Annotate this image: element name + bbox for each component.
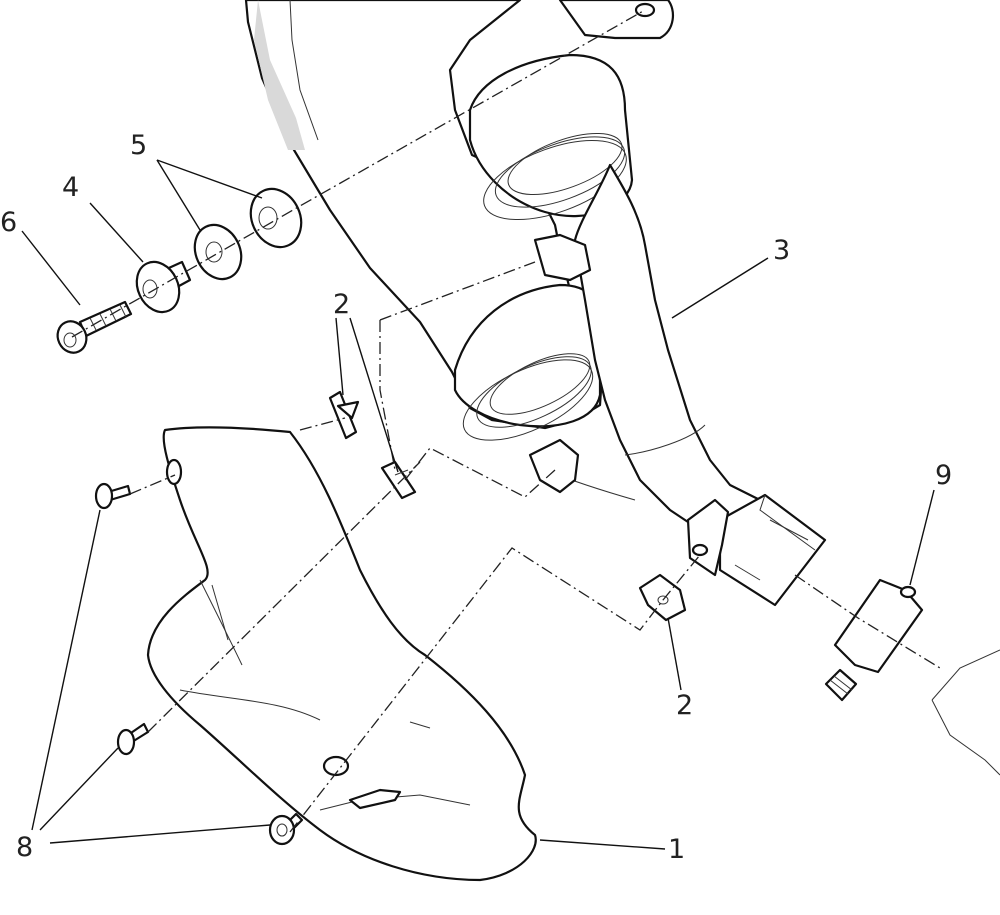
callout-labels: 1 2 2 3 4 5 6 8 9 <box>0 130 952 865</box>
muffler-shading <box>254 0 305 150</box>
callout-2-lower: 2 <box>676 690 693 721</box>
clamp-item-9 <box>824 578 924 702</box>
heat-shield-mount-hole <box>322 755 350 777</box>
pipe-clamp-lower <box>528 438 580 494</box>
speed-nut-item-2-a <box>328 390 360 440</box>
callout-2-upper: 2 <box>333 289 350 320</box>
callout-4: 4 <box>62 172 79 203</box>
muffler-end-cone-upper <box>468 53 634 218</box>
callout-8: 8 <box>16 832 33 863</box>
exhaust-link-pipe <box>573 163 772 542</box>
assembly-centerlines <box>71 9 941 833</box>
grommet-item-5-a <box>193 223 243 281</box>
callout-9: 9 <box>935 460 952 491</box>
muffler-assembly <box>244 0 827 607</box>
downstream-pipe-end <box>931 649 1000 776</box>
heat-shield <box>146 426 537 882</box>
grommet-item-5-b <box>249 187 303 249</box>
exhaust-collar <box>718 493 827 607</box>
screw-item-8-b <box>116 722 150 756</box>
heat-shield-vent <box>348 788 402 810</box>
callout-6: 6 <box>0 207 17 238</box>
speed-nut-item-2-b <box>380 460 417 500</box>
callout-3: 3 <box>773 235 790 266</box>
heat-shield-slot <box>165 458 183 486</box>
spacer-item-4 <box>135 260 192 314</box>
screw-item-8-c <box>268 812 304 846</box>
pipe-clamp-upper <box>533 233 592 282</box>
callout-5: 5 <box>130 130 147 161</box>
leader-lines <box>21 159 935 850</box>
callout-1: 1 <box>668 834 685 865</box>
muffler-mount-bracket <box>558 0 675 40</box>
screw-item-8-a <box>94 482 132 510</box>
pipe-bracket-tab <box>686 498 730 577</box>
